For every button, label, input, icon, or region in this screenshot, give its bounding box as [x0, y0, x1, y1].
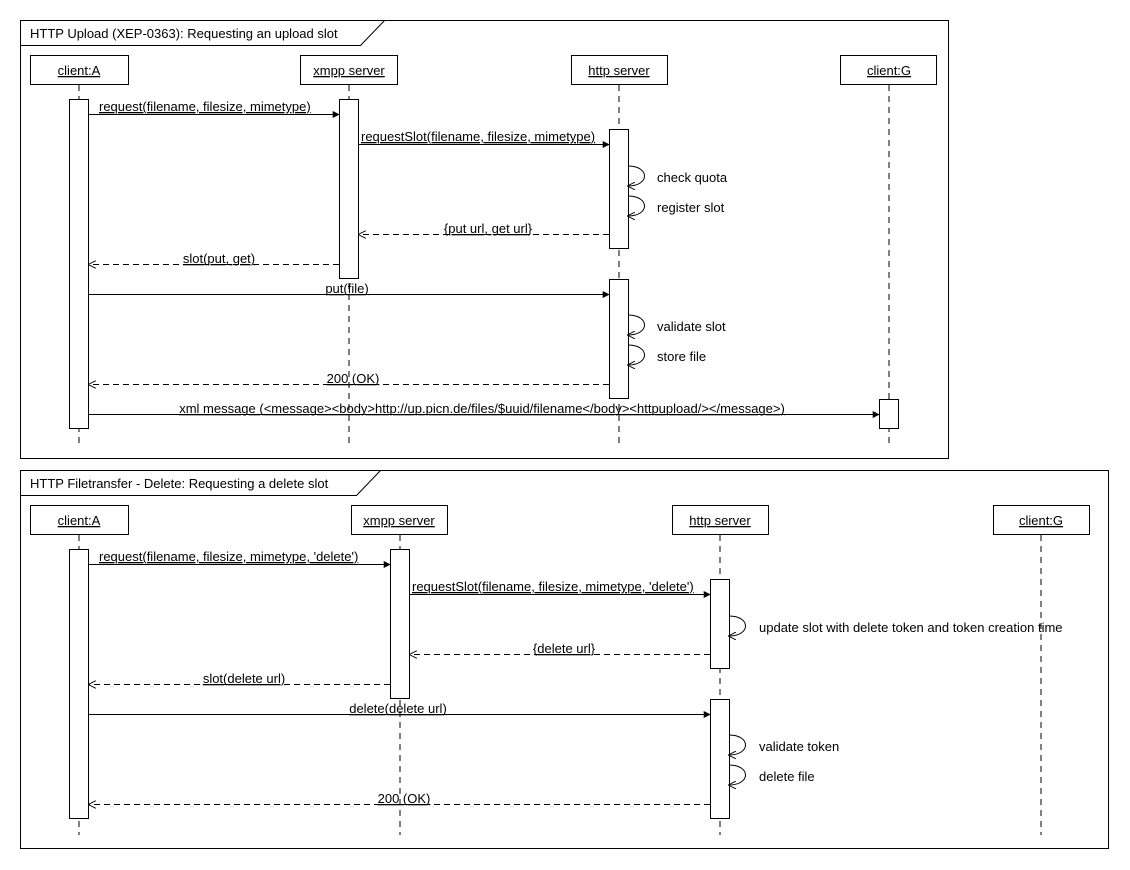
- lifeline-head-http-server[interactable]: [672, 505, 769, 535]
- message-label: 200 (OK): [378, 791, 431, 806]
- message-xml: xml message (<message><body>http://up.pi…: [89, 401, 880, 418]
- return-delete-url: {delete url}: [410, 641, 710, 656]
- message-label: delete(delete url): [349, 701, 447, 716]
- message-request-slot: requestSlot(filename, filesize, mimetype…: [359, 129, 610, 148]
- lifeline-head-xmpp-server[interactable]: [351, 505, 448, 535]
- message-label: {put url, get url}: [444, 221, 533, 236]
- message-label: validate token: [759, 739, 839, 754]
- message-label: check quota: [657, 170, 728, 185]
- lifeline-label: client:G: [867, 63, 911, 78]
- lifeline-head-xmpp-server[interactable]: [300, 55, 398, 85]
- activation-bar: [390, 549, 410, 699]
- message-delete-url: delete(delete url): [89, 701, 711, 718]
- lifeline-label: http server: [588, 63, 650, 78]
- message-label: requestSlot(filename, filesize, mimetype…: [361, 129, 595, 144]
- message-label: delete file: [759, 769, 815, 784]
- activation-bar: [609, 279, 629, 399]
- message-request-delete: request(filename, filesize, mimetype, 'd…: [89, 549, 391, 568]
- upload-diagram: HTTP Upload (XEP-0363): Requesting an up…: [20, 20, 949, 459]
- self-message-check-quota: check quota: [628, 165, 728, 186]
- lifeline-label: client:A: [58, 63, 101, 78]
- message-put-file: put(file): [89, 281, 610, 298]
- lifeline-client-g: client:G: [993, 505, 1090, 835]
- message-label: {delete url}: [533, 641, 596, 656]
- lifeline-client-g: client:G: [840, 55, 937, 445]
- lifeline-label: client:G: [1019, 513, 1063, 528]
- lifeline-label: client:A: [58, 513, 101, 528]
- activation-bar: [69, 99, 89, 429]
- message-label: store file: [657, 349, 706, 364]
- self-message-delete-file: delete file: [729, 764, 815, 785]
- lifeline-head-client-a[interactable]: [30, 505, 129, 535]
- message-label: requestSlot(filename, filesize, mimetype…: [412, 579, 694, 594]
- self-message-validate-slot: validate slot: [628, 314, 726, 335]
- lifeline-label: xmpp server: [313, 63, 385, 78]
- message-label: request(filename, filesize, mimetype, 'd…: [99, 549, 358, 564]
- upload-frame: [20, 20, 949, 459]
- message-label: request(filename, filesize, mimetype): [99, 99, 311, 114]
- activation-bar: [69, 549, 89, 819]
- delete-frame: [20, 470, 1109, 849]
- return-slot-delete-url: slot(delete url): [89, 671, 390, 686]
- activation-bar: [710, 579, 730, 669]
- lifeline-head-http-server[interactable]: [571, 55, 668, 85]
- message-label: validate slot: [657, 319, 726, 334]
- message-label: put(file): [325, 281, 368, 296]
- message-label: register slot: [657, 200, 725, 215]
- message-label: update slot with delete token and token …: [759, 620, 1063, 635]
- self-message-register-slot: register slot: [628, 195, 725, 216]
- lifeline-head-client-g[interactable]: [840, 55, 937, 85]
- return-slot: slot(put, get): [89, 251, 339, 266]
- message-request-slot-delete: requestSlot(filename, filesize, mimetype…: [410, 579, 711, 598]
- return-200-ok: 200 (OK): [89, 791, 710, 806]
- return-200-ok: 200 (OK): [89, 371, 609, 386]
- upload-title-tab: [20, 20, 385, 46]
- lifeline-http-server: http server: [672, 505, 769, 835]
- delete-diagram: HTTP Filetransfer - Delete: Requesting a…: [20, 470, 1109, 849]
- lifeline-label: xmpp server: [363, 513, 435, 528]
- message-label: slot(delete url): [203, 671, 285, 686]
- return-put-get-url: {put url, get url}: [359, 221, 609, 236]
- activation-bar: [609, 129, 629, 249]
- message-request: request(filename, filesize, mimetype): [89, 99, 340, 118]
- self-message-update-slot: update slot with delete token and token …: [729, 615, 1063, 636]
- upload-title: HTTP Upload (XEP-0363): Requesting an up…: [30, 26, 338, 41]
- lifeline-label: http server: [689, 513, 751, 528]
- lifeline-xmpp-server: xmpp server: [351, 505, 448, 835]
- self-message-validate-token: validate token: [729, 734, 839, 755]
- message-label: slot(put, get): [183, 251, 255, 266]
- activation-bar: [339, 99, 359, 279]
- lifeline-head-client-g[interactable]: [993, 505, 1090, 535]
- self-message-store-file: store file: [628, 344, 706, 365]
- message-label: xml message (<message><body>http://up.pi…: [179, 401, 785, 416]
- activation-bar: [710, 699, 730, 819]
- message-label: 200 (OK): [327, 371, 380, 386]
- activation-bar: [879, 399, 899, 429]
- lifeline-client-a: client:A: [30, 505, 129, 835]
- lifeline-xmpp-server: xmpp server: [300, 55, 398, 445]
- lifeline-head-client-a[interactable]: [30, 55, 129, 85]
- lifeline-http-server: http server: [571, 55, 668, 445]
- delete-title-tab: [20, 470, 381, 496]
- delete-title: HTTP Filetransfer - Delete: Requesting a…: [30, 476, 329, 491]
